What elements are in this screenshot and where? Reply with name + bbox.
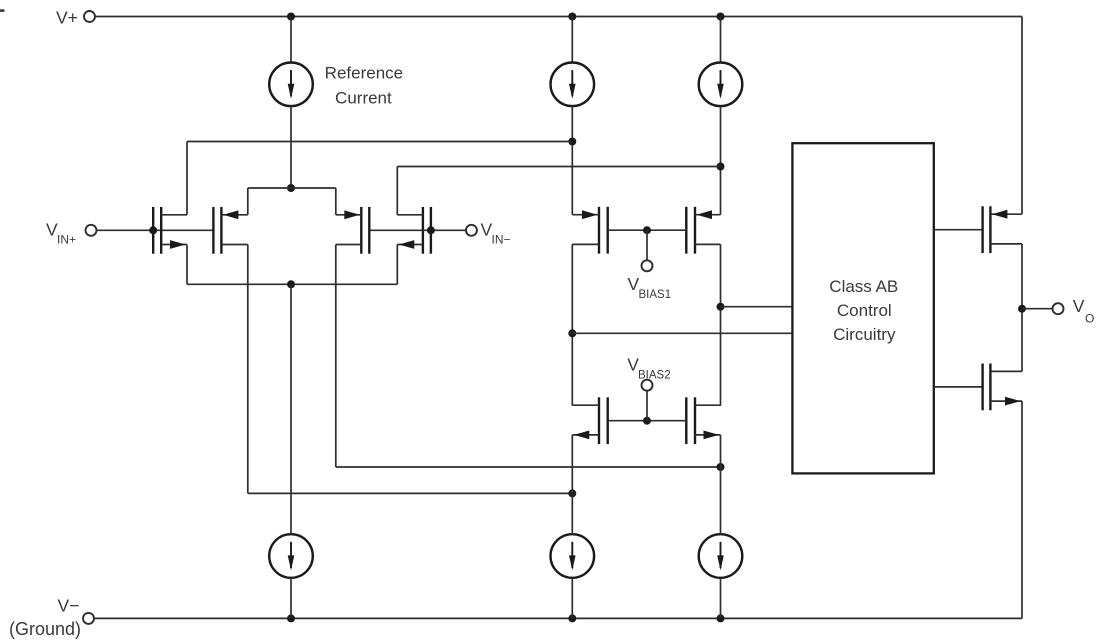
svg-text:Class AB: Class AB — [829, 277, 898, 296]
svg-text:Current: Current — [335, 89, 392, 108]
svg-text:Control: Control — [837, 301, 892, 320]
svg-text:V: V — [1073, 296, 1085, 316]
svg-text:O: O — [1085, 312, 1094, 326]
svg-text:V: V — [627, 354, 639, 374]
svg-text:BIAS2: BIAS2 — [638, 369, 671, 381]
svg-text:BIAS1: BIAS1 — [639, 289, 672, 301]
svg-text:(Ground): (Ground) — [9, 619, 81, 639]
svg-text:IN+: IN+ — [57, 233, 76, 247]
svg-text:V: V — [46, 219, 58, 239]
svg-text:IN−: IN− — [492, 233, 511, 247]
svg-text:Circuitry: Circuitry — [833, 325, 896, 344]
svg-text:V: V — [481, 219, 493, 239]
svg-text:V−: V− — [58, 596, 80, 616]
svg-text:Reference: Reference — [325, 64, 403, 83]
svg-text:V+: V+ — [56, 7, 78, 27]
svg-text:V: V — [628, 274, 640, 294]
